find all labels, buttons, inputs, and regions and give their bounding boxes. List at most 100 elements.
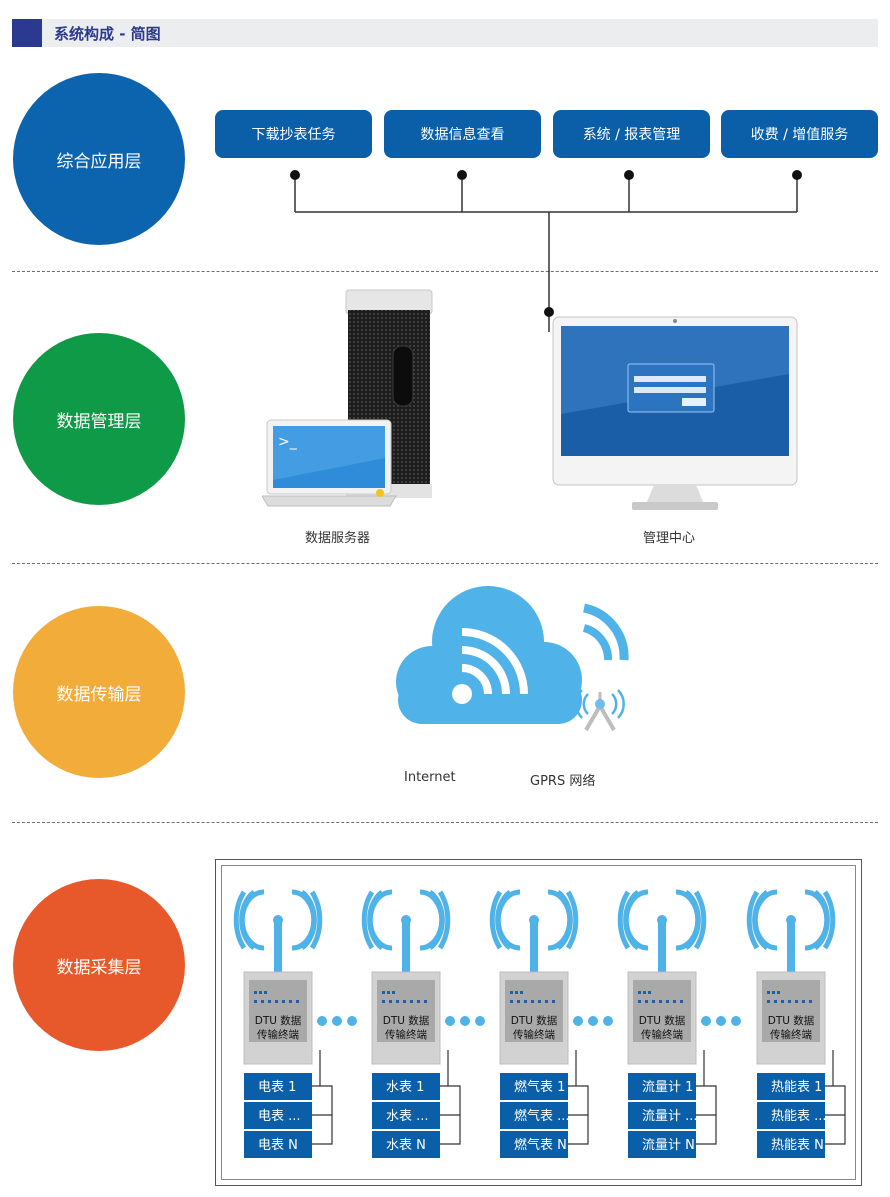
- app-download-task-button[interactable]: 下载抄表任务: [215, 110, 372, 158]
- dtu-led: [795, 1000, 798, 1003]
- dtu-led: [772, 991, 775, 994]
- app-system-report-button[interactable]: 系统 / 报表管理: [553, 110, 710, 158]
- antenna-wave: [495, 889, 512, 951]
- dtu-panel: [377, 980, 435, 1042]
- dtu-led: [645, 1000, 648, 1003]
- dtu-led: [680, 1000, 683, 1003]
- app-download-task-label: 下载抄表任务: [251, 127, 336, 143]
- ellipsis-dot: [460, 1016, 470, 1026]
- antenna-wave: [239, 889, 256, 951]
- antenna-wave: [233, 890, 247, 950]
- layer-transport: 数据传输层: [13, 606, 185, 778]
- meter-box: [628, 1102, 696, 1129]
- meter-box: [500, 1102, 568, 1129]
- dtu-label-line2: 传输终端: [385, 1028, 427, 1041]
- dtu-led: [268, 1000, 271, 1003]
- gprs-tower-icon: [575, 689, 625, 732]
- ellipsis-dot: [588, 1016, 598, 1026]
- ellipsis-dot: [317, 1016, 327, 1026]
- ellipsis-dot: [475, 1016, 485, 1026]
- meter-label: 流量计 N: [642, 1138, 695, 1153]
- antenna-wave: [309, 890, 323, 950]
- meter-box: [500, 1131, 568, 1158]
- dtu-led: [524, 1000, 527, 1003]
- dtu-led: [767, 991, 770, 994]
- meter-label: 电表 1: [258, 1080, 296, 1095]
- dtu-led: [424, 1000, 427, 1003]
- dtu-led: [259, 991, 262, 994]
- ellipsis-dot: [701, 1016, 711, 1026]
- dtu-panel: [762, 980, 820, 1042]
- meter-box: [244, 1131, 312, 1158]
- dtu-led: [389, 1000, 392, 1003]
- dtu-led: [254, 1000, 257, 1003]
- wifi-signal-icon: [452, 628, 528, 704]
- dtu-led: [382, 991, 385, 994]
- dtu-led: [767, 1000, 770, 1003]
- dtu-label-line2: 传输终端: [641, 1028, 683, 1041]
- app-connector-lines: [290, 170, 802, 332]
- collection-inner-frame: [221, 865, 856, 1180]
- antenna-wave: [361, 890, 375, 950]
- antenna-mast-icon: [402, 922, 410, 972]
- dtu-led: [774, 1000, 777, 1003]
- dtu-label-line1: DTU 数据: [639, 1014, 686, 1027]
- meter-box: [757, 1073, 825, 1100]
- monitor-icon: [552, 316, 798, 510]
- dtu-led: [264, 991, 267, 994]
- antenna-wave: [623, 889, 640, 951]
- meter-label: 热能表 1: [771, 1080, 822, 1095]
- antenna-wave: [693, 890, 707, 950]
- dtu-label-line2: 传输终端: [257, 1028, 299, 1041]
- meter-label: 流量计 ...: [642, 1109, 698, 1124]
- dtu-led: [296, 1000, 299, 1003]
- app-billing-service-button[interactable]: 收费 / 增值服务: [721, 110, 878, 158]
- layer-divider: [12, 271, 878, 272]
- dtu-led: [552, 1000, 555, 1003]
- dtu-led: [254, 991, 257, 994]
- meter-label: 电表 N: [258, 1138, 298, 1153]
- meter-label: 电表 ...: [258, 1109, 301, 1124]
- antenna-wave: [684, 889, 701, 951]
- meter-label: 水表 ...: [386, 1109, 429, 1124]
- dtu-led: [659, 1000, 662, 1003]
- layer-collection: 数据采集层: [13, 879, 185, 1051]
- dtu-label-line2: 传输终端: [770, 1028, 812, 1041]
- dtu-led: [403, 1000, 406, 1003]
- antenna-wave: [752, 889, 769, 951]
- antenna-wave: [746, 890, 760, 950]
- dtu-label-line1: DTU 数据: [511, 1014, 558, 1027]
- dtu-led: [531, 1000, 534, 1003]
- dtu-led: [392, 991, 395, 994]
- antenna-wave: [822, 890, 836, 950]
- dtu-led: [643, 991, 646, 994]
- dtu-led: [781, 1000, 784, 1003]
- app-billing-service-label: 收费 / 增值服务: [750, 127, 849, 143]
- antenna-wave: [565, 890, 579, 950]
- ellipsis-dot: [573, 1016, 583, 1026]
- dtu-led: [777, 991, 780, 994]
- cloud-network-icon: [396, 586, 629, 732]
- antenna-wave: [300, 889, 317, 951]
- dtu-led: [802, 1000, 805, 1003]
- antenna-wave: [617, 890, 631, 950]
- server-label: 数据服务器: [305, 531, 371, 546]
- app-data-view-button[interactable]: 数据信息查看: [384, 110, 541, 158]
- layer-management-label: 数据管理层: [56, 411, 142, 432]
- dtu-led: [809, 1000, 812, 1003]
- dtu-panel: [249, 980, 307, 1042]
- dtu-led: [387, 991, 390, 994]
- meter-box: [628, 1073, 696, 1100]
- dtu-label-line2: 传输终端: [513, 1028, 555, 1041]
- ellipsis-dot: [603, 1016, 613, 1026]
- meter-box: [244, 1102, 312, 1129]
- internet-label: Internet: [404, 770, 456, 785]
- antenna-wave: [437, 890, 451, 950]
- dtu-panel: [633, 980, 691, 1042]
- antenna-mast-icon: [530, 922, 538, 972]
- layer-application: 综合应用层: [13, 73, 185, 245]
- dtu-led: [396, 1000, 399, 1003]
- section-header-bar: [12, 19, 878, 47]
- meter-box: [372, 1102, 440, 1129]
